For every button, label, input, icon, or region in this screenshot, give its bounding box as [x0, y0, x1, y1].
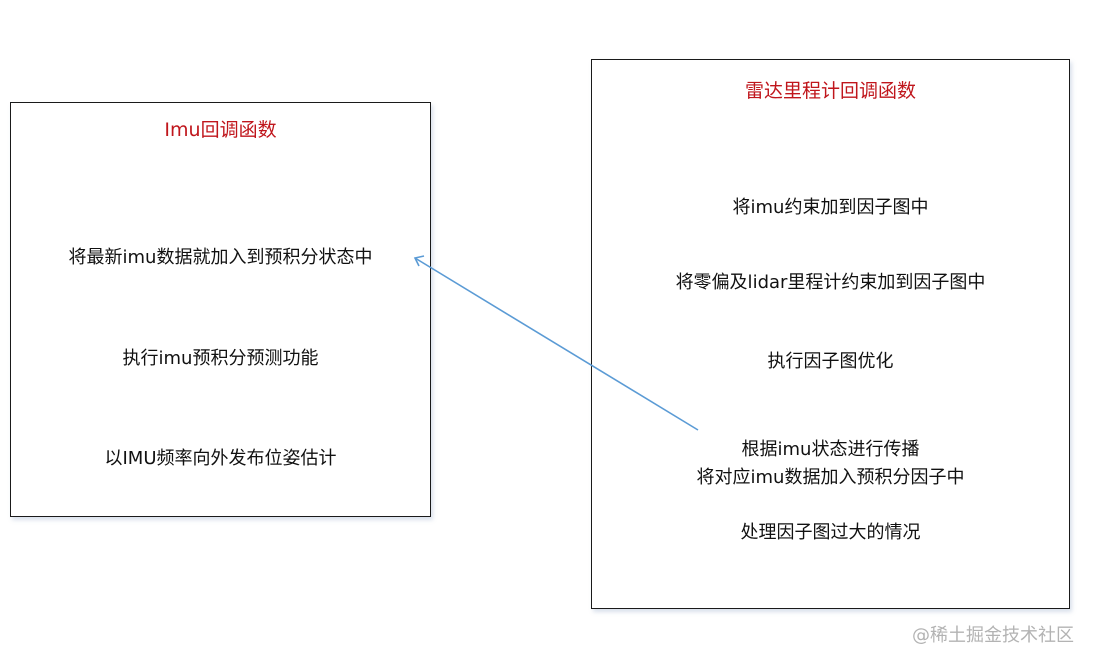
watermark: @稀土掘金技术社区 [912, 625, 1074, 646]
step-add-imu-constraint: 将imu约束加到因子图中 [732, 197, 929, 218]
step-add-imu-preintegration-factor: 将对应imu数据加入预积分因子中 [696, 467, 965, 488]
step-add-bias-lidar-constraint: 将零偏及lidar里程计约束加到因子图中 [675, 272, 986, 293]
lidar-odometry-callback-title: 雷达里程计回调函数 [744, 80, 916, 102]
step-add-latest-imu: 将最新imu数据就加入到预积分状态中 [68, 247, 373, 268]
step-handle-large-graph: 处理因子图过大的情况 [740, 522, 921, 543]
step-optimize-factor-graph: 执行因子图优化 [767, 351, 894, 372]
imu-callback-title: Imu回调函数 [164, 119, 277, 141]
step-publish-pose: 以IMU频率向外发布位姿估计 [104, 448, 337, 469]
step-imu-preintegration-predict: 执行imu预积分预测功能 [122, 348, 319, 369]
imu-callback-box: Imu回调函数 将最新imu数据就加入到预积分状态中 执行imu预积分预测功能 … [10, 102, 431, 517]
step-propagate-imu-state: 根据imu状态进行传播 [741, 439, 920, 460]
lidar-odometry-callback-box: 雷达里程计回调函数 将imu约束加到因子图中 将零偏及lidar里程计约束加到因… [591, 59, 1070, 609]
